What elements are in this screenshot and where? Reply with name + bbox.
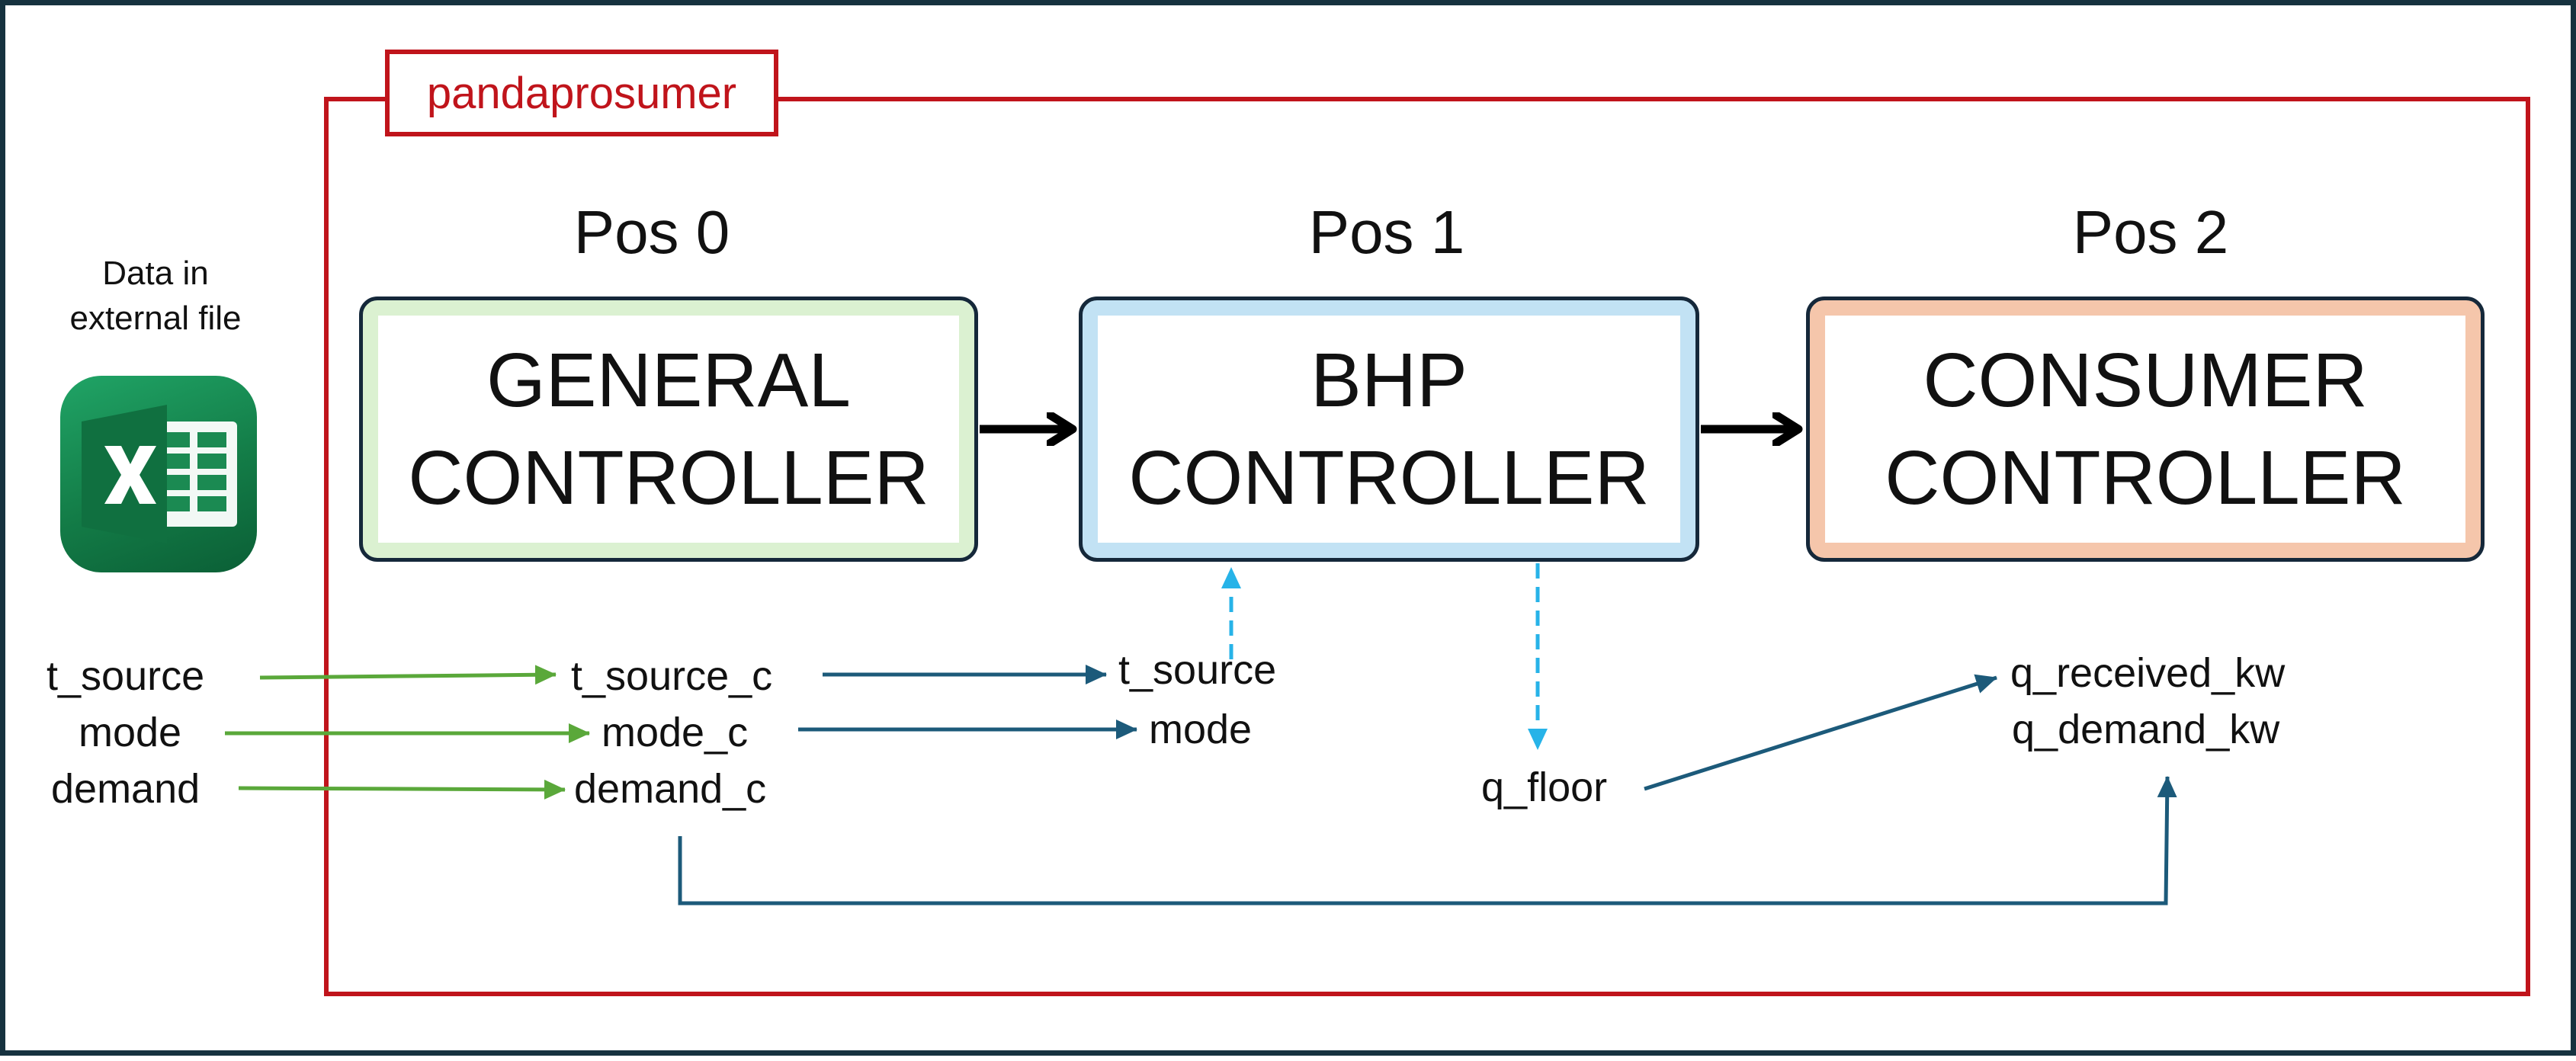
link-demand-c-to-q-demand-kw — [678, 776, 2177, 906]
signal-external-mode: mode — [79, 710, 182, 755]
excel-icon — [60, 376, 257, 572]
signal-bhp-t-source: t_source — [1118, 647, 1277, 693]
bhp-controller-line1: BHP — [1310, 338, 1468, 423]
consumer-controller[interactable]: CONSUMER CONTROLLER — [1806, 297, 2485, 562]
link-t-source-to-t-source-c — [259, 665, 557, 685]
pandaprosumer-frame — [324, 97, 2530, 996]
signal-general-t-source-c: t_source_c — [571, 653, 773, 699]
signal-external-demand: demand — [51, 766, 200, 812]
bhp-controller[interactable]: BHP CONTROLLER — [1079, 297, 1699, 562]
signal-consumer-q-received-kw: q_received_kw — [2010, 650, 2286, 696]
external-data-label-line1: Data in — [102, 255, 209, 292]
external-data-label-line2: external file — [69, 300, 242, 338]
bhp-controller-line2: CONTROLLER — [1128, 435, 1650, 521]
consumer-controller-line2: CONTROLLER — [1885, 435, 2406, 521]
general-controller-line2: CONTROLLER — [408, 435, 929, 521]
bhp-controller-text: BHP CONTROLLER — [1098, 316, 1680, 543]
pandaprosumer-label: pandaprosumer — [385, 50, 778, 136]
consumer-controller-line1: CONSUMER — [1923, 338, 2368, 423]
consumer-controller-text: CONSUMER CONTROLLER — [1825, 316, 2465, 543]
signal-general-mode-c: mode_c — [601, 710, 749, 755]
link-q-floor-to-q-received-kw — [1644, 674, 1997, 791]
general-controller-text: GENERAL CONTROLLER — [378, 316, 959, 543]
signal-bhp-mode: mode — [1149, 707, 1253, 752]
signal-bhp-q-floor: q_floor — [1481, 764, 1608, 810]
signal-consumer-q-demand-kw: q_demand_kw — [2012, 707, 2280, 752]
position-label-2: Pos 2 — [2072, 198, 2229, 266]
connection-layer — [225, 5, 2177, 906]
external-data-label: Data in external file — [41, 251, 270, 341]
position-label-0: Pos 0 — [573, 198, 730, 266]
signal-general-demand-c: demand_c — [574, 766, 767, 812]
signal-external-t-source: t_source — [47, 653, 205, 699]
position-label-1: Pos 1 — [1308, 198, 1465, 266]
general-controller[interactable]: GENERAL CONTROLLER — [359, 297, 978, 562]
general-controller-line1: GENERAL — [486, 338, 851, 423]
link-demand-to-demand-c — [238, 779, 566, 800]
